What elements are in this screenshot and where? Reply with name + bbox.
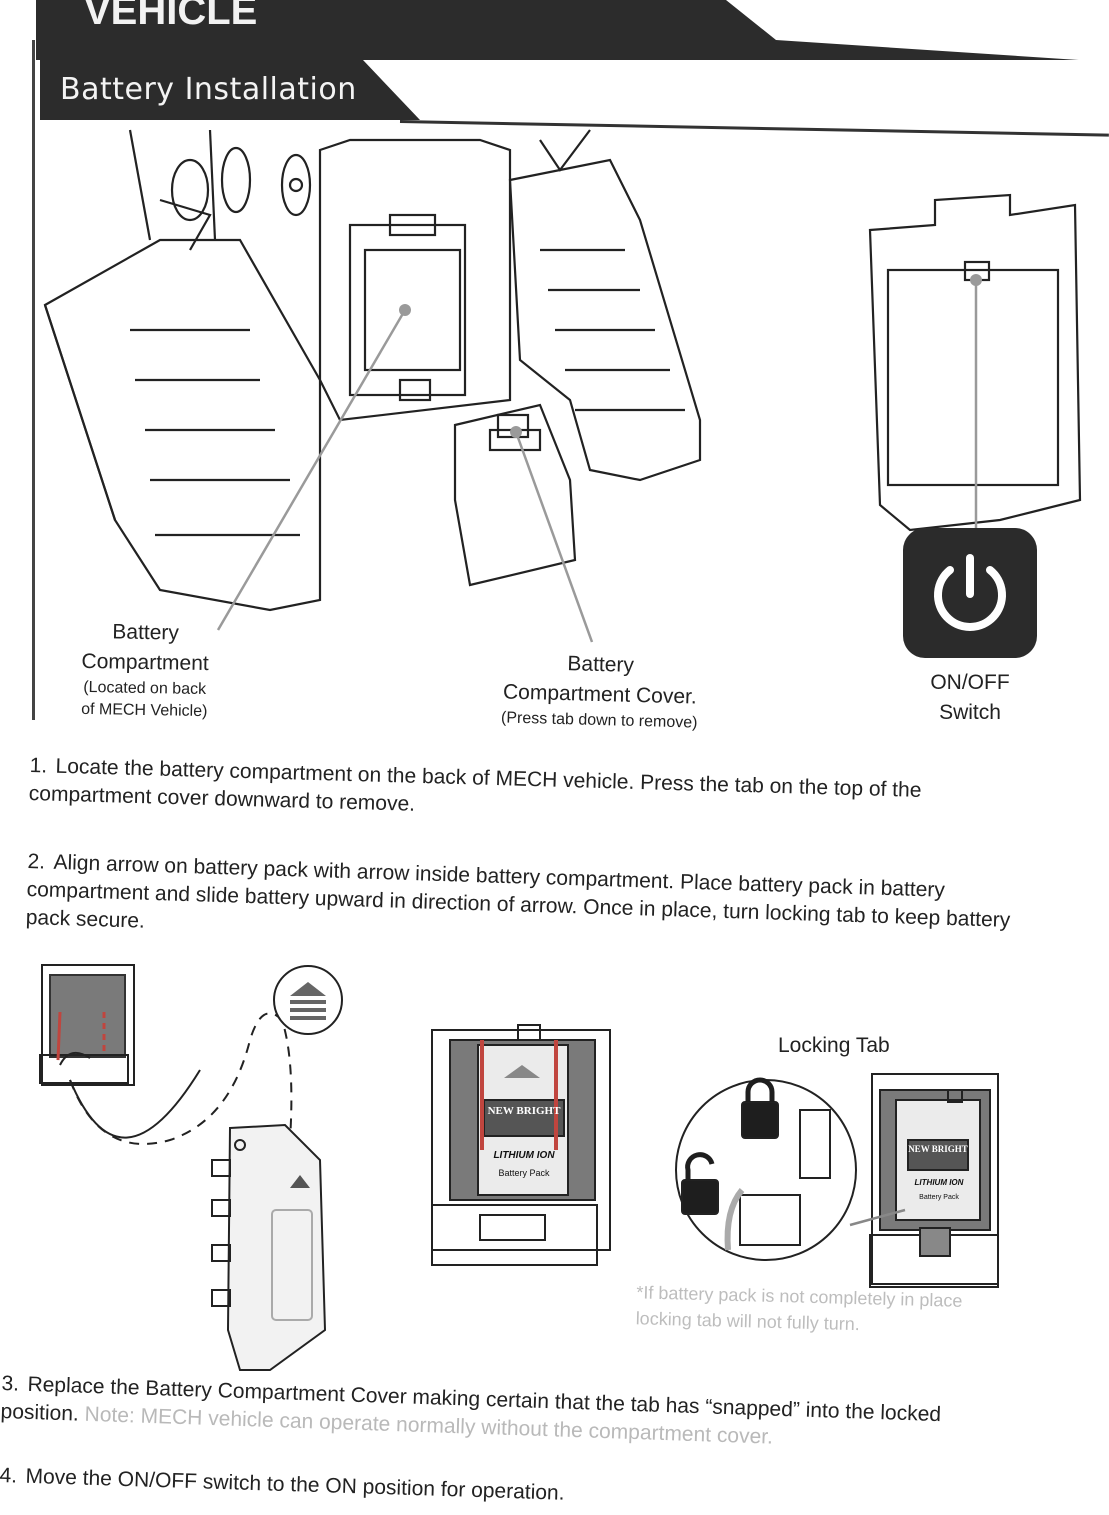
section-title-bar [40,60,420,120]
mech-vehicle-illustration [43,129,1082,643]
battery-type-text-mid: LITHIUM ION [493,1150,555,1161]
battery-brand-text-mid: NEW BRIGHT [487,1105,561,1117]
left-border [32,40,35,720]
battery-caption-text-right: Battery Pack [919,1194,959,1201]
battery-caption-text-mid: Battery Pack [498,1168,550,1178]
switch-label: ON/OFF Switch [910,668,1030,728]
switch-line2: Switch [939,701,1001,724]
switch-line1: ON/OFF [930,671,1010,694]
header-top-bar: VEHICLE [36,0,1109,60]
power-icon [903,528,1037,658]
battery-type-text-right: LITHIUM ION [914,1178,964,1187]
step-3-number: 3. [1,1371,20,1396]
header-top-word: VEHICLE [84,0,257,33]
battery-brand-text-right: NEW BRIGHT [908,1144,968,1154]
locking-tab-note: *If battery pack is not completely in pl… [635,1282,963,1335]
step-4-number: 4. [0,1463,18,1488]
section-title: Battery Installation [60,72,357,107]
locking-tab-label: Locking Tab [778,1034,890,1057]
